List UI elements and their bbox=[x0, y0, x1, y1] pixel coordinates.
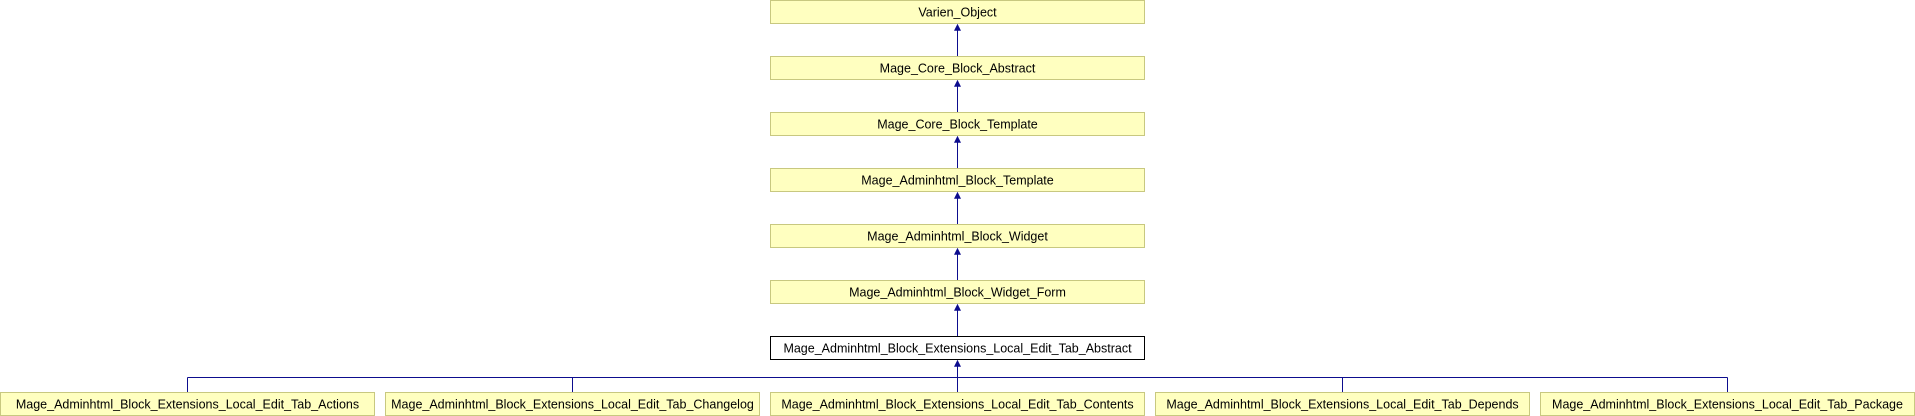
class-node-5[interactable]: Mage_Adminhtml_Block_Widget_Form bbox=[770, 280, 1145, 304]
class-node-1-box bbox=[770, 56, 1145, 80]
child-class-node-3[interactable]: Mage_Adminhtml_Block_Extensions_Local_Ed… bbox=[1155, 392, 1530, 416]
child-class-node-4[interactable]: Mage_Adminhtml_Block_Extensions_Local_Ed… bbox=[1540, 392, 1915, 416]
class-node-0[interactable]: Varien_Object bbox=[770, 0, 1145, 24]
child-class-node-2-label: Mage_Adminhtml_Block_Extensions_Local_Ed… bbox=[781, 398, 1133, 412]
class-node-2-label: Mage_Core_Block_Template bbox=[877, 118, 1038, 132]
class-node-2-box bbox=[770, 112, 1145, 136]
focus-class-node-box bbox=[770, 336, 1145, 360]
class-node-1[interactable]: Mage_Core_Block_Abstract bbox=[770, 56, 1145, 80]
child-class-node-2[interactable]: Mage_Adminhtml_Block_Extensions_Local_Ed… bbox=[770, 392, 1145, 416]
class-node-1-label: Mage_Core_Block_Abstract bbox=[880, 62, 1036, 76]
focus-class-node[interactable]: Mage_Adminhtml_Block_Extensions_Local_Ed… bbox=[770, 336, 1145, 360]
class-node-5-label: Mage_Adminhtml_Block_Widget_Form bbox=[849, 286, 1066, 300]
class-node-0-label: Varien_Object bbox=[918, 6, 997, 20]
class-node-4[interactable]: Mage_Adminhtml_Block_Widget bbox=[770, 224, 1145, 248]
inheritance-edges bbox=[187, 23, 1728, 393]
child-class-node-1[interactable]: Mage_Adminhtml_Block_Extensions_Local_Ed… bbox=[385, 392, 760, 416]
class-node-2[interactable]: Mage_Core_Block_Template bbox=[770, 112, 1145, 136]
child-class-node-1-label: Mage_Adminhtml_Block_Extensions_Local_Ed… bbox=[391, 398, 754, 412]
child-class-node-3-label: Mage_Adminhtml_Block_Extensions_Local_Ed… bbox=[1166, 398, 1518, 412]
class-node-4-label: Mage_Adminhtml_Block_Widget bbox=[867, 230, 1048, 244]
class-node-4-box bbox=[770, 224, 1145, 248]
class-node-0-box bbox=[770, 0, 1145, 24]
class-node-3[interactable]: Mage_Adminhtml_Block_Template bbox=[770, 168, 1145, 192]
class-node-5-box bbox=[770, 280, 1145, 304]
child-class-node-0[interactable]: Mage_Adminhtml_Block_Extensions_Local_Ed… bbox=[0, 392, 375, 416]
focus-class-node-label: Mage_Adminhtml_Block_Extensions_Local_Ed… bbox=[783, 342, 1132, 356]
child-class-node-4-label: Mage_Adminhtml_Block_Extensions_Local_Ed… bbox=[1552, 398, 1903, 412]
class-node-3-box bbox=[770, 168, 1145, 192]
child-class-node-0-label: Mage_Adminhtml_Block_Extensions_Local_Ed… bbox=[16, 398, 359, 412]
class-node-3-label: Mage_Adminhtml_Block_Template bbox=[861, 174, 1054, 188]
